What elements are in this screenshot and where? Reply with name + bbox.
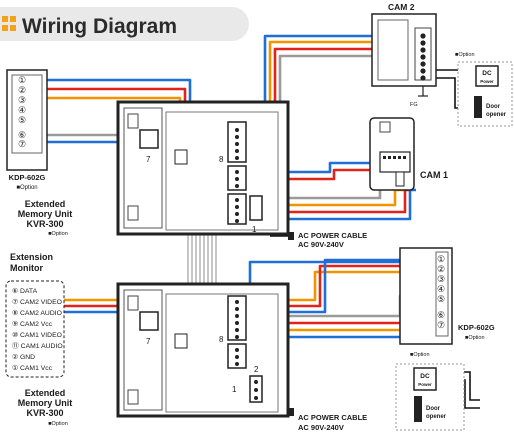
title-bar: Wiring Diagram <box>0 7 249 41</box>
kvr-top-option: ■Option <box>48 231 68 237</box>
ac-bottom-line2: AC 90V-240V <box>298 423 344 432</box>
terminal-num: ⑥ <box>437 310 445 320</box>
page-title: Wiring Diagram <box>22 15 177 38</box>
door-opener-bottom-line1: Door <box>426 406 441 412</box>
legend-item: ① CAM1 Vcc <box>12 364 53 372</box>
door-opener-top-line2: opener <box>486 112 507 118</box>
kdp-left: ① ② ③ ④ ⑤ ⑥ ⑦ KDP-602G ■Option <box>6 69 48 191</box>
kvr-top-line2: Memory Unit <box>18 209 73 219</box>
kdp-left-option: ■Option <box>16 185 37 191</box>
cam2-fg-label: FG <box>410 102 418 108</box>
ac-top-line1: AC POWER CABLE <box>298 231 367 240</box>
terminal-mark: 2 <box>254 365 259 374</box>
terminal-mark: 1 <box>232 385 237 394</box>
kvr-top-label: Extended Memory Unit KVR-300 ■Option <box>18 199 73 237</box>
wire-cam1-blue-2 <box>236 188 416 221</box>
kvr-bottom-line2: Memory Unit <box>18 398 73 408</box>
title-bullet-icon <box>2 16 8 22</box>
terminal-num: ⑦ <box>437 320 445 330</box>
dc-power-bottom: DC Power Door opener <box>395 363 465 431</box>
terminal-num: ④ <box>437 284 445 294</box>
title-bullet-icon <box>2 25 8 31</box>
terminal-num: ⑤ <box>437 294 445 304</box>
legend-item: ⑩ CAM1 VIDEO <box>12 331 62 339</box>
extension-line2: Monitor <box>10 263 43 273</box>
dc-power-bottom-line2: Power <box>418 382 432 387</box>
door-opener-top-line1: Door <box>486 104 501 110</box>
terminal-mark: 8 <box>219 155 224 164</box>
cam2-unit: CAM 2 FG ■Option <box>371 2 475 108</box>
terminal-mark: 8 <box>219 335 224 344</box>
terminal-num: ⑥ <box>18 130 26 140</box>
cam2-option: ■Option <box>455 52 475 58</box>
title-bullet-icon <box>10 16 16 22</box>
legend-box: ⑥ DATA ⑦ CAM2 VIDEO ⑧ CAM2 AUDIO ⑨ CAM2 Vcc… <box>5 280 65 378</box>
dc-power-top-line1: DC <box>482 70 492 77</box>
title-bullet-icon <box>10 25 16 31</box>
monitor-bottom: 7 8 2 1 <box>116 282 290 418</box>
door-opener-icon <box>474 96 482 118</box>
terminal-num: ③ <box>18 95 26 105</box>
kdp-right-option: ■Option <box>465 335 485 341</box>
cam2-label: CAM 2 <box>388 2 415 12</box>
dc-power-top-line2: Power <box>480 79 494 84</box>
kvr-top-line3: KVR-300 <box>26 219 63 229</box>
plug-icon <box>288 408 294 416</box>
terminal-num: ① <box>18 75 26 85</box>
kdp-right: ① ② ③ ④ ⑤ ⑥ ⑦ KDP-602G ■Option ■Option <box>399 247 495 358</box>
legend-item: ② GND <box>12 353 35 361</box>
kdp-left-label: KDP-602G <box>9 173 46 182</box>
legend-item: ⑨ CAM2 Vcc <box>12 320 53 328</box>
extension-monitor-label: Extension Monitor <box>10 252 53 273</box>
terminal-num: ⑤ <box>18 115 26 125</box>
terminal-num: ② <box>18 85 26 95</box>
kvr-bottom-label: Extended Memory Unit KVR-300 ■Option <box>18 388 73 427</box>
terminal-num: ④ <box>18 105 26 115</box>
dc-power-bottom-line1: DC <box>420 373 430 380</box>
ac-power-bottom: AC POWER CABLE AC 90V-240V <box>288 408 367 432</box>
legend-item: ⑪ CAM1 AUDIO <box>12 342 63 350</box>
legend-item: ⑧ CAM2 AUDIO <box>12 309 62 317</box>
legend-item: ⑦ CAM2 VIDEO <box>12 298 62 306</box>
extension-line1: Extension <box>10 252 53 262</box>
ac-power-top: AC POWER CABLE AC 90V-240V <box>288 231 367 249</box>
plug-icon <box>288 232 294 240</box>
kvr-bottom-option: ■Option <box>48 421 68 427</box>
ac-top-line2: AC 90V-240V <box>298 240 344 249</box>
legend-rows: ⑥ DATA ⑦ CAM2 VIDEO ⑧ CAM2 AUDIO ⑨ CAM2 Vcc… <box>12 287 63 372</box>
terminal-num: ② <box>437 264 445 274</box>
terminal-num: ① <box>437 254 445 264</box>
legend-item: ⑥ DATA <box>12 287 38 295</box>
ac-bottom-line1: AC POWER CABLE <box>298 413 367 422</box>
kdp-right-label: KDP-602G <box>458 323 495 332</box>
terminal-mark: 1 <box>252 225 257 234</box>
terminal-mark: 7 <box>146 155 151 164</box>
terminal-num: ③ <box>437 274 445 284</box>
terminal-num: ⑦ <box>18 139 26 149</box>
kvr-bottom-line3: KVR-300 <box>26 408 63 418</box>
cam1-unit: CAM 1 <box>369 117 448 191</box>
door-opener-bottom-line2: opener <box>426 414 447 420</box>
dc-power-top: DC Power Door opener <box>457 61 513 127</box>
door-opener-icon <box>414 396 422 422</box>
kdp-right-option-below: ■Option <box>410 352 430 358</box>
kvr-bottom-line1: Extended <box>25 388 66 398</box>
cam1-label: CAM 1 <box>420 170 448 180</box>
kvr-top-line1: Extended <box>25 199 66 209</box>
monitor-top: 7 8 1 <box>116 100 290 236</box>
terminal-mark: 7 <box>146 337 151 346</box>
